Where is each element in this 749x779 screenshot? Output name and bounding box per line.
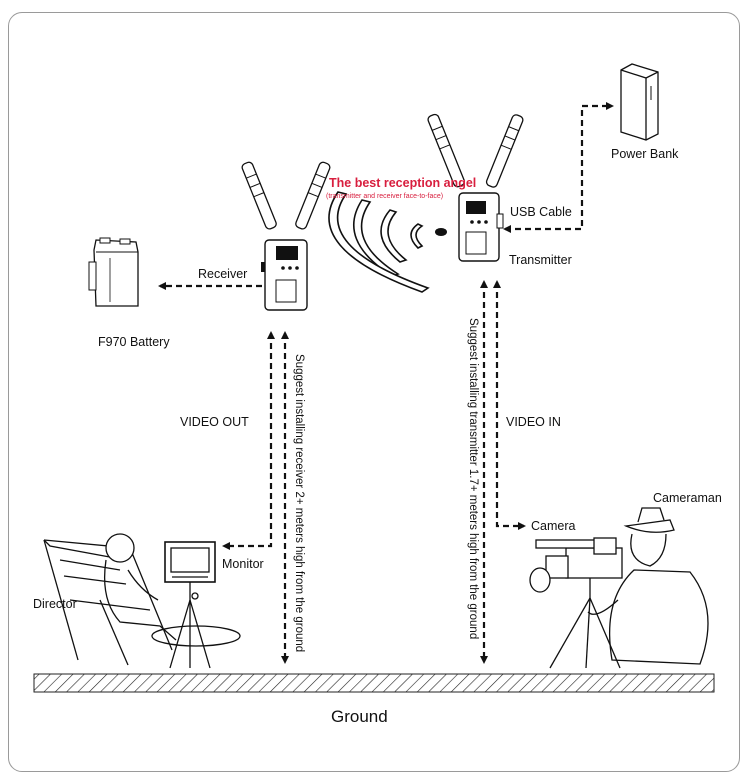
best-angle-label: The best reception angel: [329, 176, 477, 190]
usb-cable-label: USB Cable: [510, 205, 572, 219]
power-bank-label: Power Bank: [611, 147, 679, 161]
battery-label: F970 Battery: [98, 335, 170, 349]
director-illustration: [43, 533, 241, 666]
signal-waves: [328, 191, 447, 293]
monitor-illustration: [164, 541, 216, 669]
connector-lines: [158, 102, 614, 664]
video-out-connector: [222, 331, 275, 550]
diagram-frame: [8, 12, 740, 772]
camera-illustration: [529, 537, 623, 669]
monitor-label: Monitor: [222, 557, 264, 571]
ground-label: Ground: [331, 707, 388, 726]
usb-cable-connector: [503, 102, 614, 233]
battery-icon: [88, 237, 139, 307]
receiver-device-icon: [241, 161, 331, 311]
receiver-label: Receiver: [198, 267, 248, 281]
power-bank-icon: [620, 63, 659, 141]
video-in-label: VIDEO IN: [506, 415, 561, 429]
cameraman-illustration: [587, 507, 709, 665]
video-out-label: VIDEO OUT: [180, 415, 249, 429]
camera-label: Camera: [531, 519, 576, 533]
transmitter-label: Transmitter: [509, 253, 572, 267]
transmitter-height-note: Suggest installing transmitter 1.7+ mete…: [467, 318, 479, 640]
ground-strip: [33, 673, 715, 693]
best-angle-note: (transmitter and receiver face-to-face): [326, 193, 444, 200]
cameraman-label: Cameraman: [653, 491, 722, 505]
receiver-height-note: Suggest installing receiver 2+ meters hi…: [293, 354, 305, 653]
director-label: Director: [33, 597, 77, 611]
video-in-connector: [493, 280, 526, 530]
